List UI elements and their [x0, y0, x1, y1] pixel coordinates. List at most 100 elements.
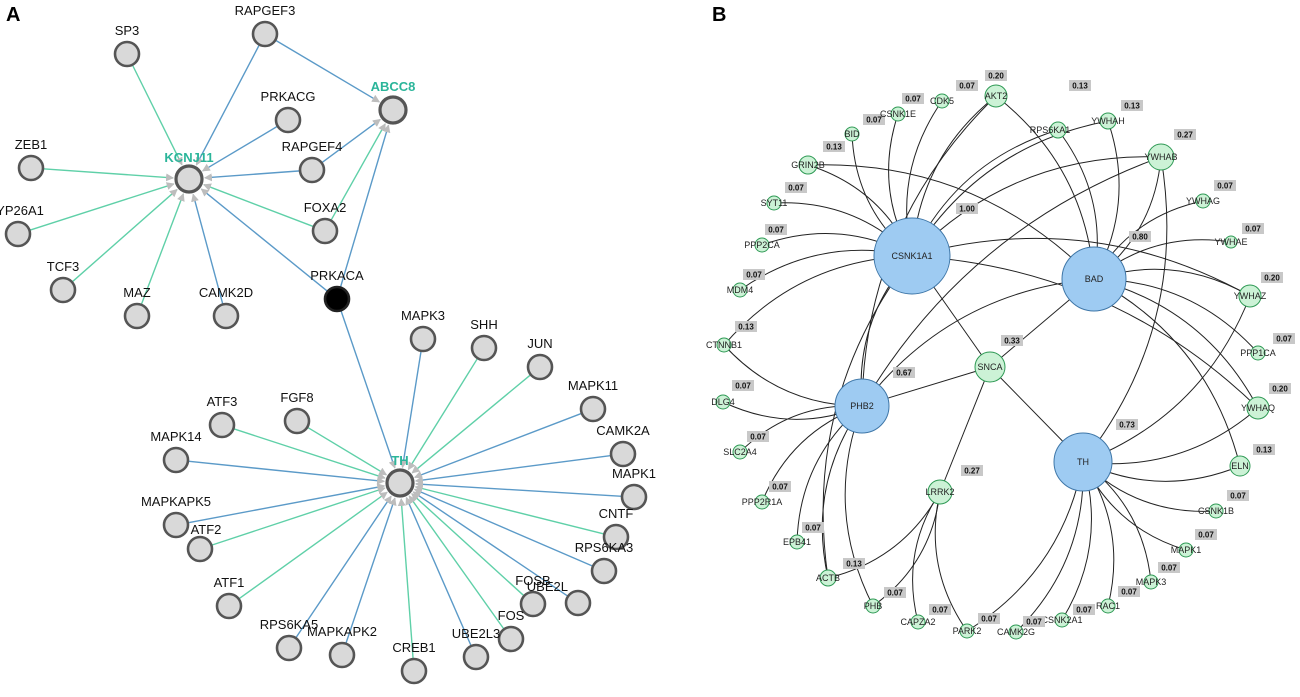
network-b-score-badge: 0.07 — [956, 80, 978, 91]
network-b-score-badge-bg — [1118, 586, 1140, 597]
network-a-edge — [414, 480, 623, 497]
network-b-node-circle — [1195, 193, 1211, 209]
network-b-score-badge-bg — [1261, 272, 1283, 283]
network-b-node-circle — [732, 282, 748, 298]
network-a-node-circle — [497, 625, 525, 653]
network-b-score-badge-text: 0.07 — [1217, 182, 1233, 191]
network-b-score-badge-text: 0.20 — [988, 72, 1004, 81]
network-b-node-circle — [798, 155, 818, 175]
network-b-score-badge-bg — [863, 114, 885, 125]
network-b-score-badge: 1.00 — [956, 203, 978, 214]
network-b-edge — [861, 366, 991, 407]
network-b-edge — [995, 95, 1095, 280]
network-b-node-label: YWHAQ — [1241, 403, 1275, 413]
network-b-edge — [1093, 278, 1241, 467]
network-a-node-mapkapk5: MAPKAPK5 — [141, 494, 211, 539]
network-b-score-badge: 0.20 — [985, 70, 1007, 81]
network-a-edge — [321, 118, 381, 164]
network-b-score-badge-text: 0.13 — [826, 143, 842, 152]
network-a-edge — [187, 483, 386, 524]
network-b-edge — [911, 255, 991, 368]
network-a-node-ube2l3: UBE2L3 — [452, 626, 500, 671]
network-a-node-circle — [602, 523, 630, 551]
network-a-node-circle — [385, 468, 415, 498]
network-b-score-badge-text: 0.07 — [1161, 564, 1177, 573]
network-b-edge — [807, 164, 913, 257]
network-b-node-label: CAMK2G — [997, 627, 1035, 637]
network-a-edge — [414, 412, 583, 479]
network-b-score-badge: 0.13 — [735, 321, 757, 332]
network-a-edge — [397, 497, 414, 660]
network-a-node-zeb1: ZEB1 — [15, 137, 47, 182]
network-a-node-rps6ka3: RPS6KA3 — [575, 540, 633, 585]
network-b-node-th: TH0.73 — [1053, 419, 1138, 492]
network-b-score-badge-text: 0.20 — [1264, 274, 1280, 283]
network-b-edge — [723, 255, 913, 346]
network-a-edge — [203, 183, 315, 228]
network-b-edge — [851, 133, 913, 257]
network-b-edge — [761, 405, 863, 503]
network-a-node-circle — [400, 657, 428, 685]
network-a-node-camk2d: CAMK2D — [199, 285, 253, 330]
network-b-node-circle — [1147, 143, 1175, 171]
network-b-node-circle — [834, 378, 890, 434]
network-a-edge — [200, 188, 329, 292]
network-b-score-badge: 0.80 — [1129, 231, 1151, 242]
network-b-score-badge-bg — [1023, 616, 1045, 627]
network-a-node-label: KCNJ11 — [164, 150, 213, 165]
panel-label-b: B — [712, 4, 727, 26]
network-a-node-shh: SHH — [470, 317, 498, 362]
network-b-score-badge-bg — [1158, 562, 1180, 573]
network-b-score-badge-bg — [823, 141, 845, 152]
network-b-score-badge-text: 0.27 — [964, 467, 980, 476]
network-b-score-badge-bg — [1001, 335, 1023, 346]
network-a-node-atf2: ATF2 — [186, 522, 221, 563]
network-b-score-badge-bg — [884, 587, 906, 598]
network-b-node-circle — [1178, 542, 1194, 558]
network-b-score-badge-bg — [956, 80, 978, 91]
network-b-edge — [1082, 461, 1115, 607]
network-a-node-circle — [283, 407, 311, 435]
network-b-score-badge-bg — [743, 269, 765, 280]
network-a-node-maz: MAZ — [123, 285, 151, 330]
network-a-node-foxa2: FOXA2 — [304, 200, 346, 245]
network-a-node-label: ABCC8 — [371, 79, 416, 94]
network-b-edge — [860, 255, 913, 407]
network-b-score-badge-text: 0.07 — [866, 116, 882, 125]
network-a-node-label: TH — [391, 453, 408, 468]
network-b-node-circle — [1224, 235, 1238, 249]
network-a-edge — [71, 188, 178, 283]
network-a-edge — [405, 496, 472, 647]
network-b-score-badge-text: 0.07 — [772, 483, 788, 492]
network-a-edge — [238, 491, 388, 600]
network-a-node-circle — [298, 156, 326, 184]
network-b-edge — [911, 95, 997, 257]
network-b-score-badge: 0.33 — [1001, 335, 1023, 346]
network-b-score-badge: 0.07 — [978, 613, 1000, 624]
network-b-node-circle — [715, 394, 731, 410]
network-b-edge — [1082, 461, 1152, 583]
network-b-score-badge-text: 0.07 — [1121, 588, 1137, 597]
network-a-edge — [340, 310, 397, 469]
network-b-score-badge-bg — [1073, 604, 1095, 615]
network-b-score-badge: 0.07 — [802, 522, 824, 533]
network-b-node-circle — [890, 106, 906, 122]
network-b-node-label: BAD — [1085, 274, 1104, 284]
network-b-node-label: CSNK1A1 — [891, 251, 932, 261]
network-b-edge — [773, 202, 913, 257]
network-b-score-badge-bg — [985, 70, 1007, 81]
network-b-node-circle — [1229, 455, 1251, 477]
network-b-score-badge-text: 1.00 — [959, 205, 975, 214]
network-b-score-badge-text: 0.67 — [896, 369, 912, 378]
network-a-edge — [140, 193, 185, 306]
network-a-edge — [306, 426, 388, 476]
network-b-node-circle — [1061, 246, 1127, 312]
network-a-node-sp3: SP3 — [113, 23, 141, 68]
network-a-node-label: FOSB — [515, 573, 550, 588]
